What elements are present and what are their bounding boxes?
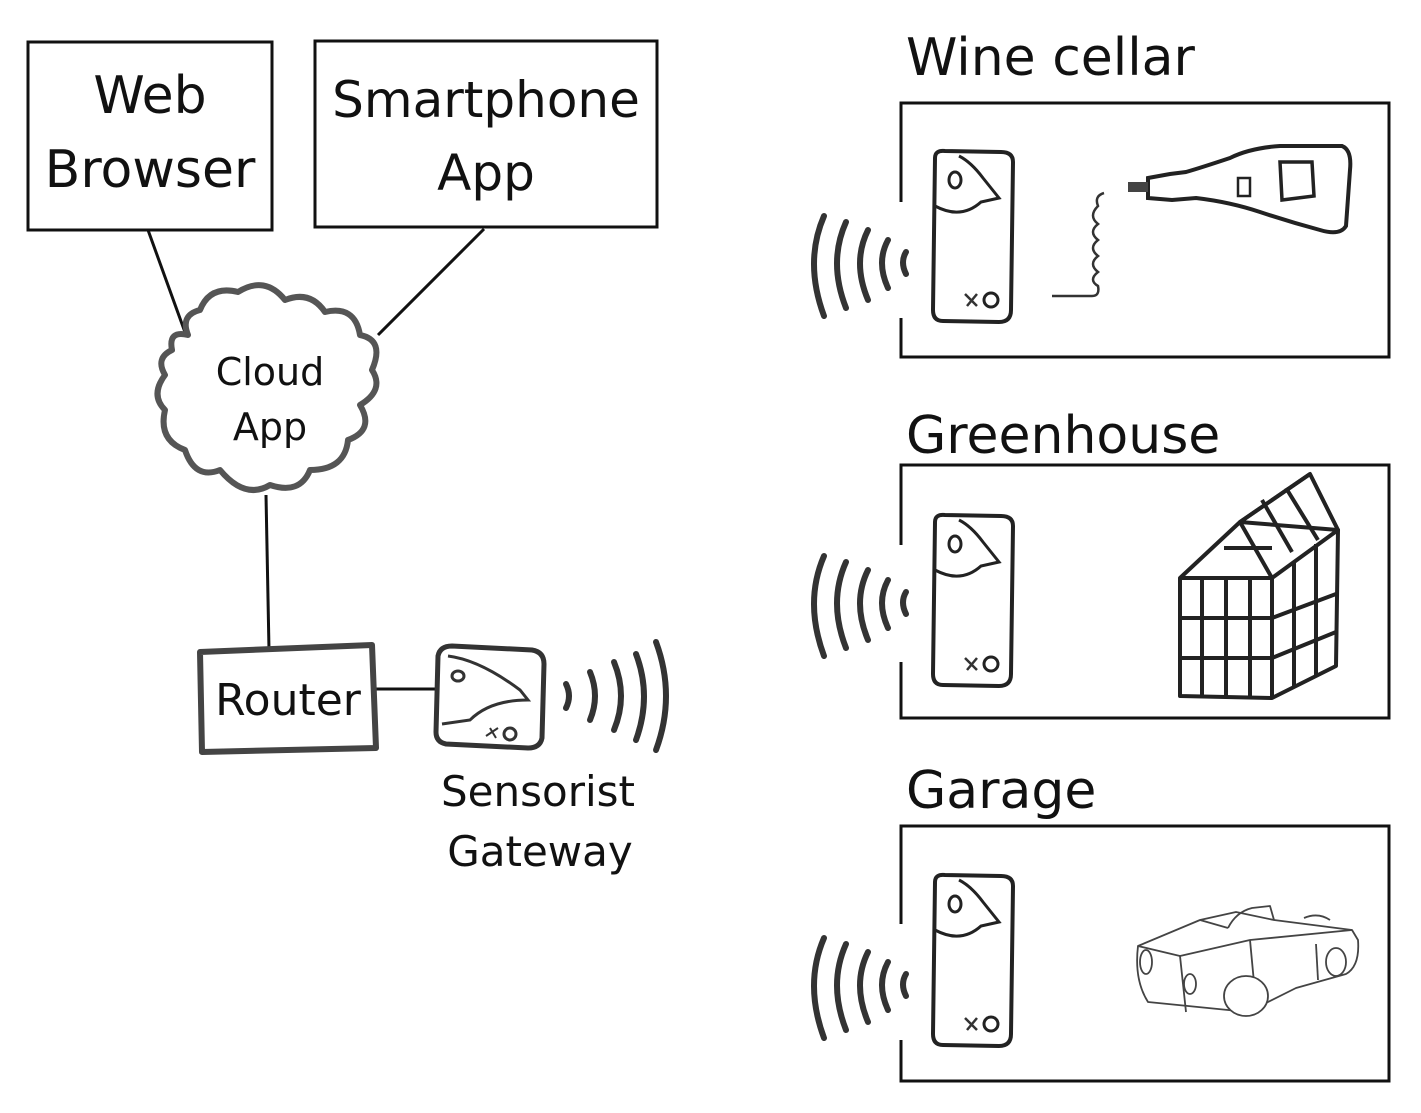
web-browser-node[interactable]: Web Browser <box>26 40 274 232</box>
web-browser-label-1: Web <box>93 66 206 126</box>
edge-browser-cloud <box>146 229 188 336</box>
edge-cloud-router <box>264 494 271 651</box>
smartphone-app-label-1: Smartphone <box>332 71 640 129</box>
location-title: Garage <box>906 761 1096 821</box>
location-wine-cellar[interactable]: Wine cellar <box>814 28 1391 359</box>
gateway-node[interactable]: Sensorist Gateway <box>433 639 669 876</box>
greenhouse-icon <box>1178 472 1340 700</box>
car-icon <box>1136 905 1360 1017</box>
edge-smartphone-cloud <box>376 227 486 337</box>
wireless-icon <box>814 216 906 316</box>
sensor-device-icon <box>931 148 1015 324</box>
temperature-probe-icon <box>1052 191 1105 298</box>
router-node[interactable]: Router <box>197 642 379 755</box>
cloud-app-node[interactable]: Cloud App <box>154 282 380 493</box>
cloud-app-label-1: Cloud <box>216 350 325 394</box>
gateway-label-1: Sensorist <box>441 767 635 816</box>
location-title: Greenhouse <box>906 406 1220 466</box>
wine-bottle-icon <box>1128 144 1353 235</box>
cloud-icon <box>154 282 380 493</box>
wireless-icon <box>814 938 906 1038</box>
gateway-label-2: Gateway <box>447 827 633 876</box>
edges <box>146 227 486 691</box>
sensor-device-icon <box>931 512 1015 688</box>
location-title: Wine cellar <box>906 28 1196 88</box>
wireless-icon <box>814 556 906 656</box>
location-garage[interactable]: Garage <box>814 761 1391 1083</box>
smartphone-app-node[interactable]: Smartphone App <box>313 39 659 229</box>
gateway-wireless-icon <box>563 639 669 753</box>
sensor-device-icon <box>931 872 1015 1048</box>
router-label: Router <box>215 675 362 726</box>
smartphone-app-label-2: App <box>437 144 535 202</box>
cloud-app-label-2: App <box>233 405 307 449</box>
location-greenhouse[interactable]: Greenhouse <box>814 406 1391 720</box>
web-browser-label-2: Browser <box>45 140 256 200</box>
